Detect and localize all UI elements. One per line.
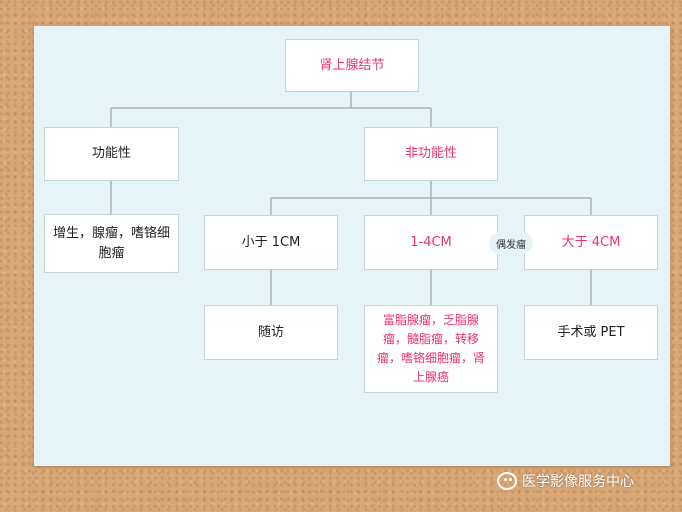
incidentaloma-label: 偶发瘤: [496, 239, 526, 251]
functional-types-label: 增生，腺瘤，嗜铬细胞瘤: [53, 225, 171, 261]
large-action-node: 手术或 PET: [524, 305, 658, 360]
mid-types-node: 富脂腺瘤，乏脂腺瘤，髓脂瘤，转移瘤，嗜铬细胞瘤，肾上腺癌: [364, 305, 498, 393]
large-action-label: 手术或 PET: [557, 324, 625, 340]
size-large-label: 大于 4CM: [561, 234, 621, 250]
nonfunctional-node: 非功能性: [364, 127, 498, 181]
root-node: 肾上腺结节: [285, 39, 419, 92]
size-small-label: 小于 1CM: [241, 234, 301, 250]
functional-types-node: 增生，腺瘤，嗜铬细胞瘤: [44, 214, 179, 273]
root-label: 肾上腺结节: [319, 57, 385, 73]
size-large-node: 大于 4CM: [524, 215, 658, 270]
size-small-node: 小于 1CM: [204, 215, 338, 270]
size-mid-label: 1-4CM: [410, 234, 452, 250]
watermark: 医学影像服务中心: [497, 470, 634, 492]
wechat-icon: [497, 472, 517, 490]
functional-label: 功能性: [91, 146, 131, 161]
size-mid-node: 1-4CM: [364, 215, 498, 270]
small-action-node: 随访: [204, 305, 338, 360]
small-action-label: 随访: [257, 324, 284, 340]
functional-node: 功能性: [44, 127, 179, 181]
mid-types-label: 富脂腺瘤，乏脂腺瘤，髓脂瘤，转移瘤，嗜铬细胞瘤，肾上腺癌: [376, 313, 485, 384]
incidentaloma-tag: 偶发瘤: [489, 232, 533, 254]
nonfunctional-label: 非功能性: [404, 146, 457, 161]
watermark-text: 医学影像服务中心: [522, 474, 634, 490]
